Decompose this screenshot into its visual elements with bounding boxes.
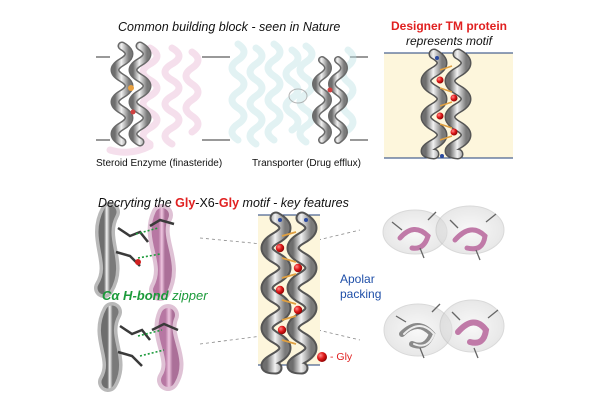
designer-tm-protein [384,48,513,160]
hbond-zipper-rest: zipper [168,288,208,303]
transporter-structure [205,40,368,148]
apolar-surface-top [382,205,505,261]
decrypt-suffix: motif - key features [239,196,349,210]
gly-legend-ball [317,352,327,362]
decrypt-gly-1: Gly [175,196,196,210]
apolar-packing-label: Apolar packing [340,272,381,302]
designer-title: Designer TM protein [390,19,507,33]
hbond-closeup-top [94,202,176,301]
decrypt-mid: -X6- [195,196,219,210]
hbond-zipper-label: Cα H-bond zipper [102,288,208,303]
top-title: Common building block - seen in Nature [118,20,341,34]
apolar-surface-bottom [383,299,505,359]
apolar-line-2: packing [340,287,382,301]
apolar-line-1: Apolar [340,272,375,286]
decrypt-prefix: Decryting the [98,196,176,210]
steroid-enzyme-label: Steroid Enzyme (finasteride) [96,158,223,169]
decrypt-gly-2: Gly [218,196,240,210]
designer-subtitle: represents motif [405,34,493,48]
connector-lines [199,229,361,345]
steroid-enzyme-structure [96,41,218,156]
decrypt-heading: Decryting the Gly-X6-Gly motif - key fea… [98,196,349,210]
transporter-label: Transporter (Drug efflux) [252,158,361,169]
gly-legend-label: - Gly [330,351,353,363]
hbond-zipper-bold: Cα H-bond [102,288,169,303]
hbond-closeup-bottom [97,302,184,392]
gly-motif-helix-pair [258,211,327,375]
